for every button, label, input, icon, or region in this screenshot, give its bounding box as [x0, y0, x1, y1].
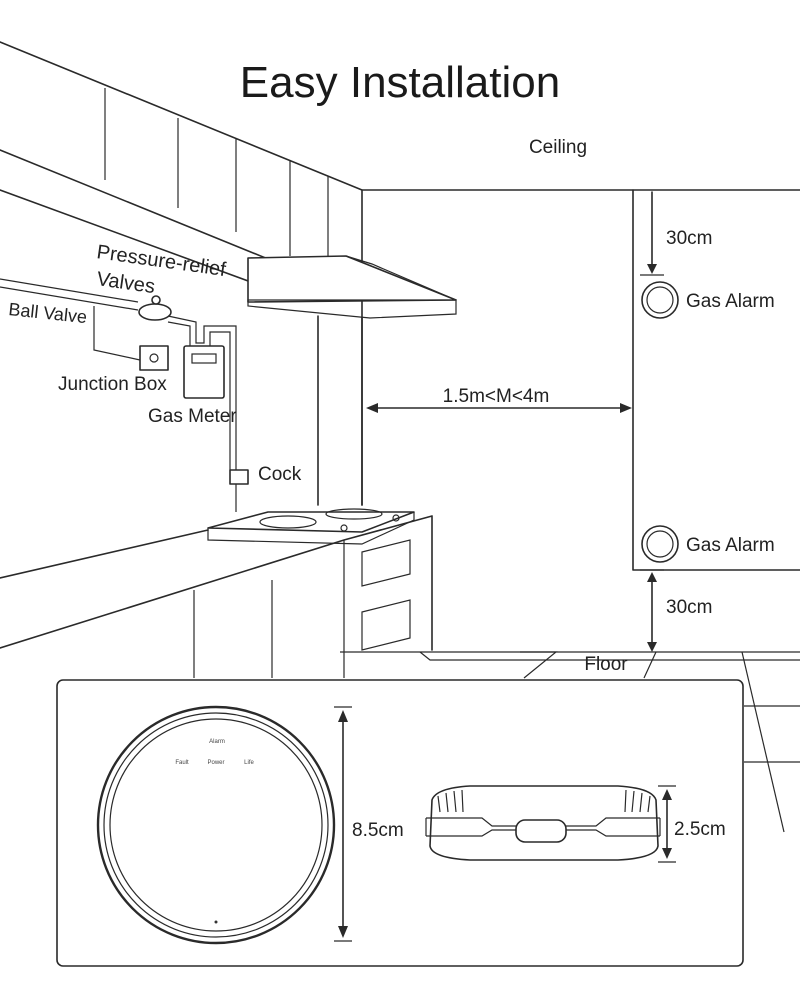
upper-cabinets — [104, 88, 329, 262]
junction-box — [139, 345, 169, 371]
cock-valve — [229, 469, 249, 485]
indicator-power: Power — [207, 760, 224, 766]
kitchen-room — [0, 41, 800, 833]
ball-valve-label: Ball Valve — [8, 299, 88, 327]
device-front-view: Alarm Fault Power Life — [96, 705, 336, 945]
pressure-relief-valve — [138, 295, 172, 321]
sensor-dot — [214, 920, 218, 924]
indicator-fault: Fault — [175, 760, 189, 766]
dimension-distance-range — [366, 403, 632, 413]
counter-cabinets — [0, 515, 433, 678]
gas-alarm-top — [641, 281, 679, 319]
offset-bottom-label: 30cm — [666, 597, 712, 618]
offset-top-label: 30cm — [666, 228, 712, 249]
junction-box-label: Junction Box — [58, 374, 167, 395]
gas-alarm-bottom-label: Gas Alarm — [686, 535, 775, 556]
height-label: 2.5cm — [674, 819, 726, 840]
distance-range-label: 1.5m<M<4m — [443, 386, 550, 407]
device-detail-panel: Alarm Fault Power Life 8.5cm — [56, 679, 744, 967]
cabinet-bottom-edge — [0, 149, 301, 273]
indicator-alarm: Alarm — [209, 739, 225, 745]
gas-meter — [183, 345, 225, 399]
dimension-bottom-30cm — [640, 569, 664, 652]
alarm-wall — [632, 189, 800, 571]
gas-alarm-bottom — [641, 525, 679, 563]
ceiling-label: Ceiling — [529, 137, 587, 158]
dimension-height — [658, 785, 676, 863]
pressure-relief-label-2: Valves — [95, 268, 156, 298]
gas-stove — [207, 508, 415, 545]
floor-lines — [340, 651, 800, 833]
dimension-top-30cm — [640, 191, 664, 276]
floor-label: Floor — [584, 654, 628, 675]
device-side-view — [425, 785, 661, 861]
detail-frame — [56, 679, 744, 967]
gas-alarm-top-label: Gas Alarm — [686, 291, 775, 312]
range-hood — [247, 255, 457, 506]
diameter-label: 8.5cm — [352, 820, 404, 841]
dimension-diameter — [334, 706, 352, 942]
indicator-life: Life — [244, 760, 254, 766]
cock-label: Cock — [258, 464, 302, 485]
page-title: Easy Installation — [240, 58, 560, 107]
gas-meter-label: Gas Meter — [148, 406, 237, 427]
